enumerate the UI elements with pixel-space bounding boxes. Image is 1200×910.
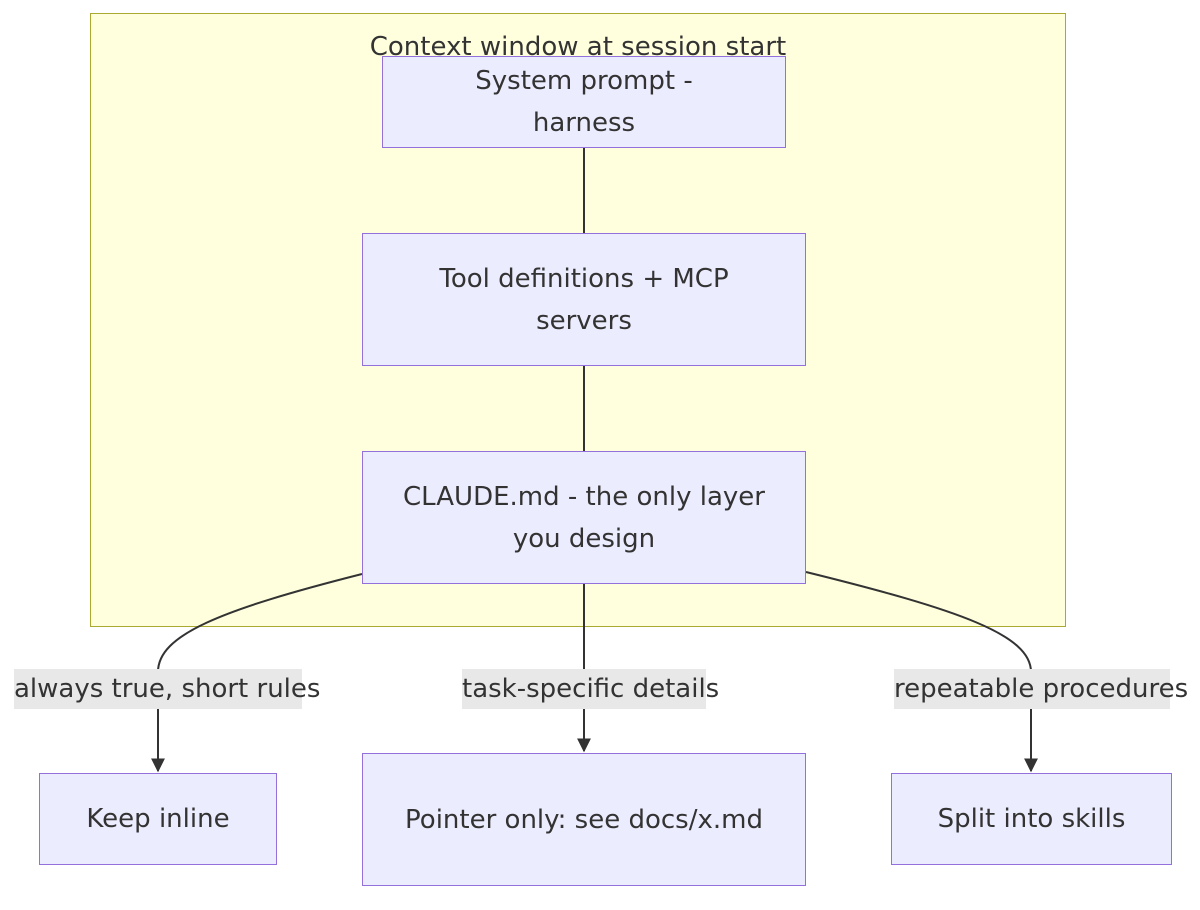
edge-label-repeatable: repeatable procedures (894, 669, 1188, 709)
pointer-only-node: Pointer only: see docs/x.md (362, 753, 806, 886)
tool-definitions-label: Tool definitions + MCP servers (439, 263, 729, 336)
edge-label-always-true: always true, short rules (14, 669, 320, 709)
edge-claude-to-keep-inline (151, 573, 363, 773)
system-prompt-node: System prompt - harness (382, 56, 786, 148)
edge-label-task-specific: task-specific details (462, 669, 719, 709)
claude-md-label: CLAUDE.md - the only layer you design (403, 481, 765, 554)
edge-claude-to-skills (805, 571, 1038, 773)
split-skills-label: Split into skills (937, 804, 1126, 834)
keep-inline-label: Keep inline (86, 804, 230, 834)
pointer-only-label: Pointer only: see docs/x.md (405, 804, 763, 835)
split-skills-node: Split into skills (891, 773, 1172, 865)
keep-inline-node: Keep inline (39, 773, 277, 865)
system-prompt-label: System prompt - harness (475, 66, 693, 138)
tool-definitions-node: Tool definitions + MCP servers (362, 233, 806, 366)
claude-md-node: CLAUDE.md - the only layer you design (362, 451, 806, 584)
